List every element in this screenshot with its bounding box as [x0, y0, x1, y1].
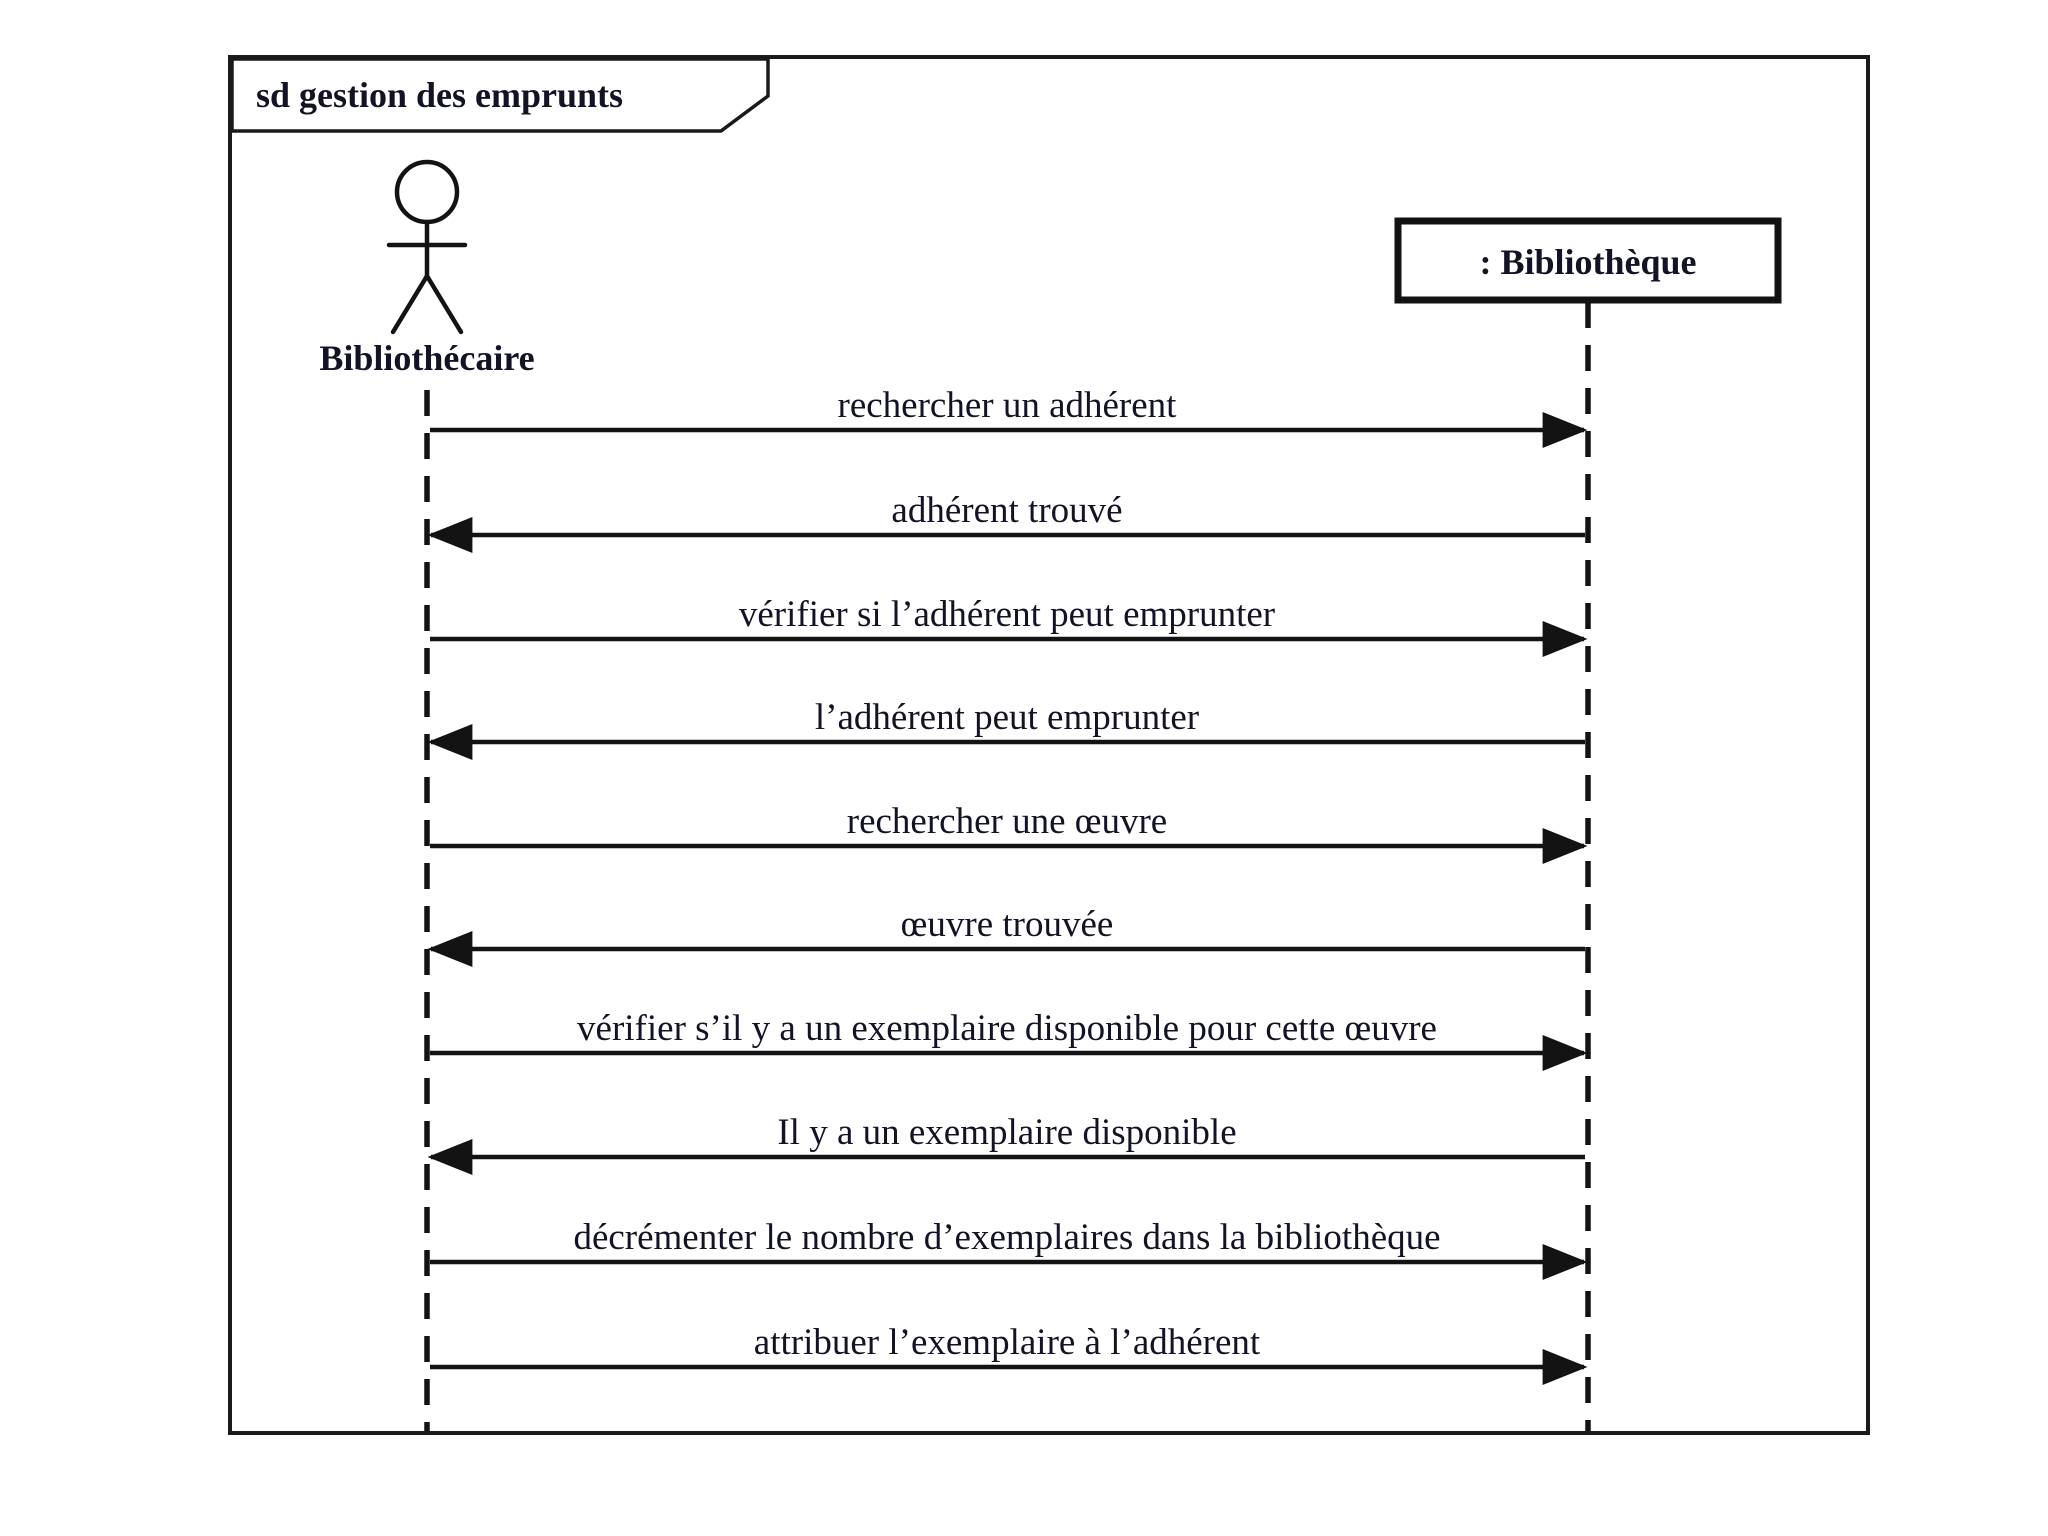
message-label: l’adhérent peut emprunter: [815, 697, 1199, 738]
message-7: Il y a un exemplaire disponible: [427, 1112, 1585, 1175]
object-box: [1394, 217, 1782, 304]
message-label: Il y a un exemplaire disponible: [777, 1112, 1236, 1153]
message-label: adhérent trouvé: [891, 490, 1122, 531]
message-label: rechercher une œuvre: [847, 801, 1167, 842]
message-2: vérifier si l’adhérent peut emprunter: [430, 594, 1588, 657]
message-label: vérifier s’il y a un exemplaire disponib…: [577, 1008, 1437, 1049]
message-1: adhérent trouvé: [427, 490, 1585, 553]
message-5: œuvre trouvée: [427, 904, 1585, 967]
actor-right-leg-icon: [424, 273, 464, 335]
message-6: vérifier s’il y a un exemplaire disponib…: [430, 1008, 1588, 1071]
diagram-frame: [228, 55, 1870, 1435]
actor-figure: Bibliothécaire: [319, 159, 535, 378]
actor-left-leg-icon: [390, 273, 430, 335]
message-label: rechercher un adhérent: [838, 385, 1178, 426]
message-label: attribuer l’exemplaire à l’adhérent: [754, 1322, 1261, 1363]
object-lifeline-head: : Bibliothèque: [1394, 217, 1782, 304]
message-4: rechercher une œuvre: [430, 801, 1588, 864]
message-0: rechercher un adhérent: [430, 385, 1588, 448]
message-8: décrémenter le nombre d’exemplaires dans…: [430, 1217, 1588, 1280]
message-label: décrémenter le nombre d’exemplaires dans…: [573, 1217, 1440, 1258]
actor-head-icon: [394, 159, 460, 225]
object-label: : Bibliothèque: [1479, 242, 1696, 282]
message-label: vérifier si l’adhérent peut emprunter: [739, 594, 1275, 635]
frame-title-tab: [230, 57, 770, 133]
message-label: œuvre trouvée: [901, 904, 1114, 945]
message-3: l’adhérent peut emprunter: [427, 697, 1585, 760]
actor-label: Bibliothécaire: [319, 338, 534, 378]
frame-title: sd gestion des emprunts: [256, 75, 623, 115]
message-9: attribuer l’exemplaire à l’adhérent: [430, 1322, 1588, 1385]
